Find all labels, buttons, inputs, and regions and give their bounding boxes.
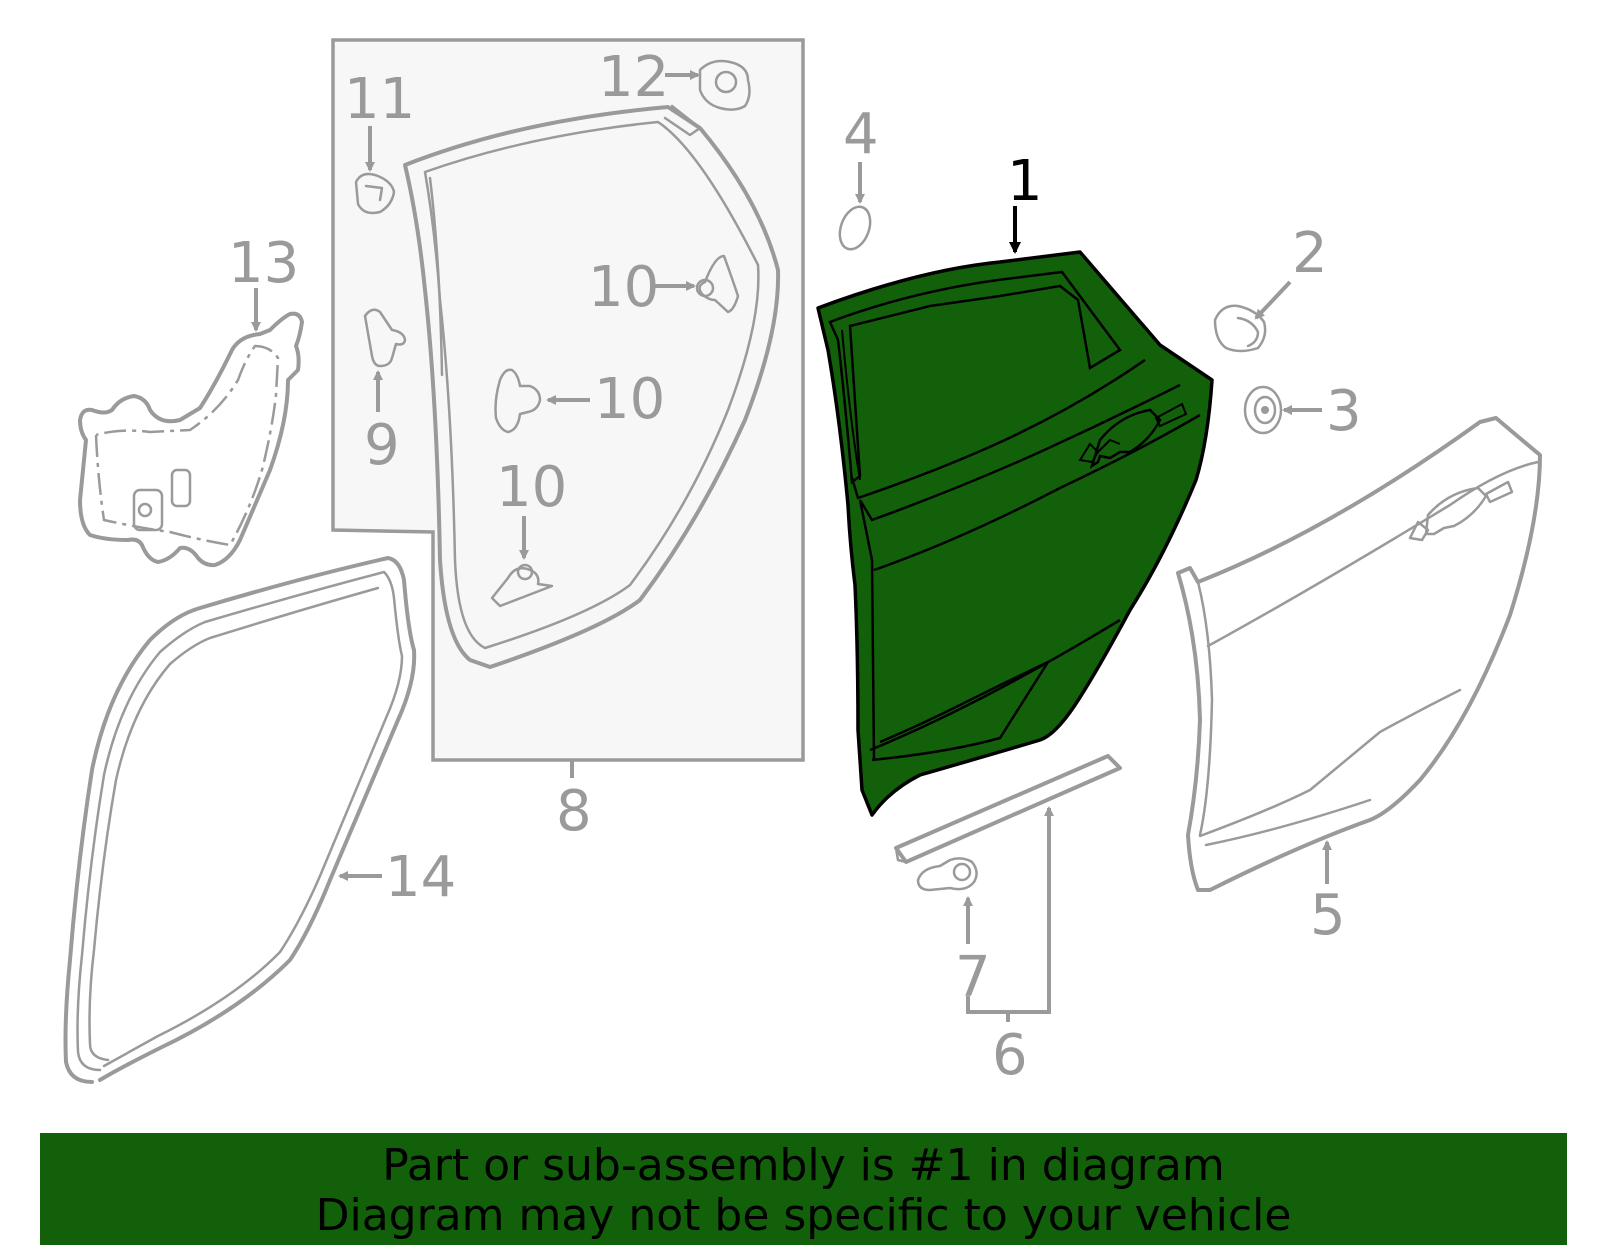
callout-1: 1	[1007, 149, 1043, 214]
callout-2: 2	[1292, 221, 1328, 286]
part-1-door-shell	[816, 250, 1214, 817]
callout-10-b: 10	[594, 367, 665, 432]
part-10-clip-a	[695, 254, 740, 314]
callout-11: 11	[344, 67, 415, 132]
banner-line-2: Diagram may not be specific to your vehi…	[315, 1190, 1292, 1241]
callout-9: 9	[364, 413, 400, 478]
part-7-clip	[916, 857, 978, 892]
banner-line-1: Part or sub-assembly is #1 in diagram	[382, 1140, 1225, 1191]
callout-6: 6	[992, 1023, 1028, 1088]
info-banner: Part or sub-assembly is #1 in diagram Di…	[40, 1133, 1567, 1245]
callout-8: 8	[556, 779, 592, 844]
part-14-weatherstrip	[63, 556, 417, 1084]
part-5-door-panel	[1176, 416, 1542, 892]
part-3-grommet	[1243, 385, 1283, 435]
callout-10-c: 10	[496, 455, 567, 520]
callout-12: 12	[598, 45, 669, 110]
part-12-clip	[698, 59, 751, 111]
callout-3: 3	[1326, 379, 1362, 444]
part-2-bumper	[1213, 304, 1267, 353]
part-8-weatherstrip	[403, 104, 781, 669]
part-11-clip	[354, 172, 396, 215]
part-4-plug	[838, 205, 872, 251]
part-13-panel	[78, 311, 304, 568]
callout-14: 14	[385, 845, 456, 910]
part-10-clip-b	[494, 368, 542, 434]
callout-5: 5	[1310, 883, 1346, 948]
callout-13: 13	[228, 231, 299, 296]
callout-7: 7	[955, 945, 991, 1010]
callout-4: 4	[843, 102, 879, 167]
callout-10-a: 10	[588, 255, 659, 320]
part-10-clip-c	[490, 563, 554, 608]
part-9-clip	[363, 308, 407, 368]
part-6-molding	[894, 754, 1122, 864]
